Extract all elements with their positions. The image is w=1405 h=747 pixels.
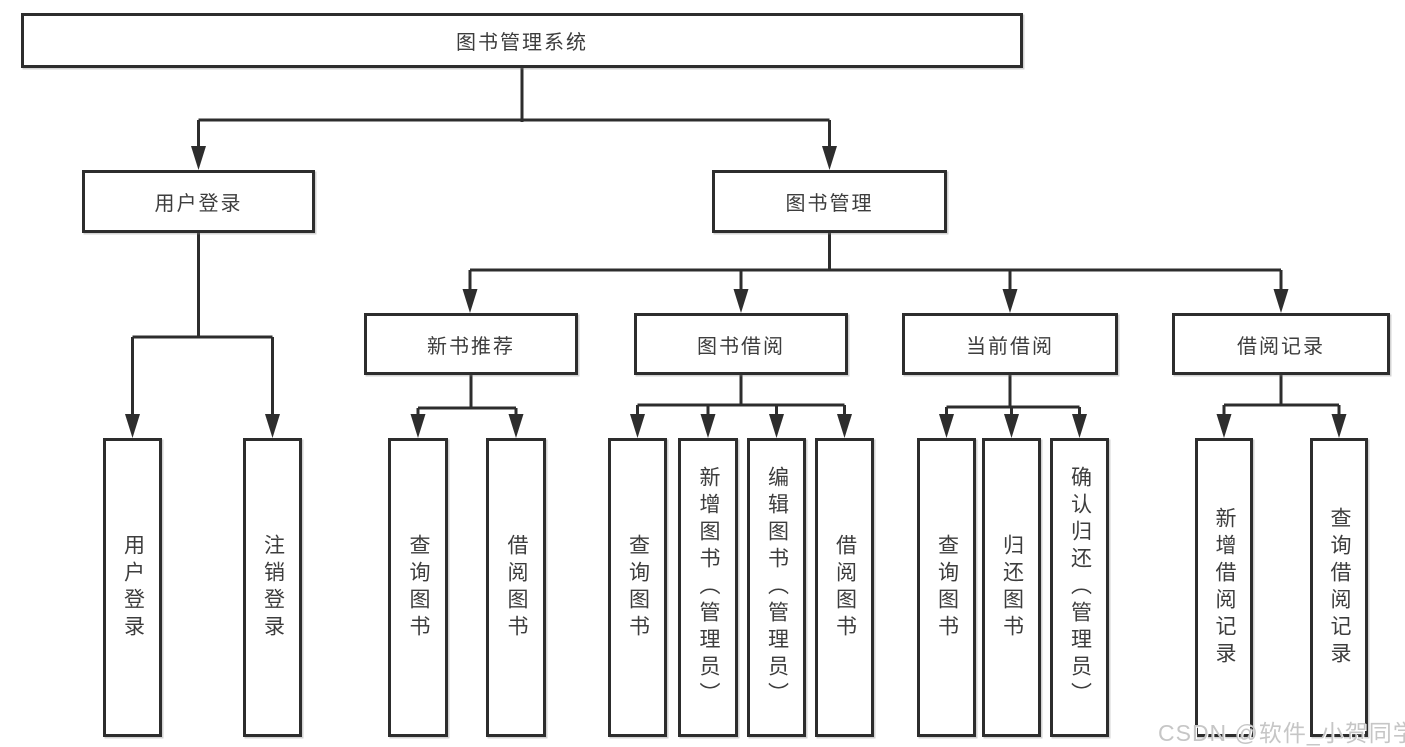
- node-library-management-system: 图书管理系统: [21, 13, 1023, 68]
- leaf-return-books: 归还图书: [982, 438, 1041, 737]
- leaf-borrow-books-borrowing: 借阅图书: [815, 438, 874, 737]
- leaf-user-login: 用户登录: [103, 438, 162, 737]
- node-user-login: 用户登录: [82, 170, 315, 233]
- leaf-borrow-books-recommend: 借阅图书: [486, 438, 546, 737]
- node-borrowing-records: 借阅记录: [1172, 313, 1390, 375]
- leaf-logout: 注销登录: [243, 438, 302, 737]
- leaf-query-books-current: 查询图书: [917, 438, 976, 737]
- leaf-add-book-admin: 新增图书（管理员）: [678, 438, 738, 737]
- node-new-book-recommendation: 新书推荐: [364, 313, 578, 375]
- leaf-confirm-return-admin: 确认归还（管理员）: [1050, 438, 1109, 737]
- node-current-borrowing: 当前借阅: [902, 313, 1118, 375]
- leaf-query-books-recommend: 查询图书: [388, 438, 448, 737]
- leaf-edit-book-admin: 编辑图书（管理员）: [747, 438, 806, 737]
- node-book-management: 图书管理: [712, 170, 947, 233]
- leaf-add-borrow-record: 新增借阅记录: [1195, 438, 1253, 737]
- leaf-query-books-borrowing: 查询图书: [608, 438, 667, 737]
- node-book-borrowing: 图书借阅: [634, 313, 848, 375]
- leaf-query-borrow-record: 查询借阅记录: [1310, 438, 1368, 737]
- csdn-watermark: CSDN @软件_小贺同学: [1158, 720, 1405, 746]
